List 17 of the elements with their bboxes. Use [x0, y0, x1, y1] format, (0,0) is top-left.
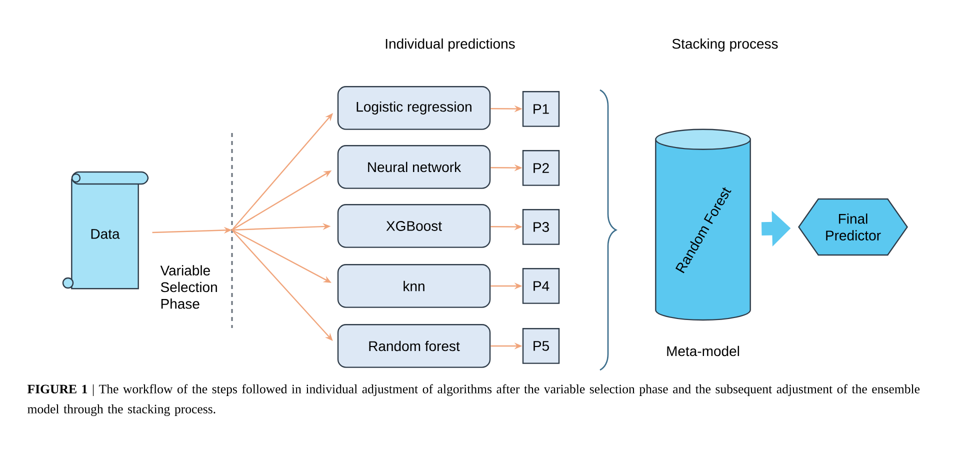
model-box: XGBoost — [337, 204, 491, 248]
heading: Stacking process — [672, 38, 778, 52]
model-box: Neural network — [337, 145, 491, 189]
model-box: Logistic regression — [337, 86, 491, 130]
model-box: knn — [337, 264, 491, 308]
prediction-box: P2 — [522, 150, 560, 186]
prediction-box: P3 — [522, 209, 560, 245]
model-box: Random forest — [337, 324, 491, 368]
dashed-line — [231, 133, 233, 328]
hexagon: Final Predictor — [798, 198, 908, 256]
heading: Individual predictions — [386, 38, 515, 52]
prediction-box: P5 — [522, 328, 560, 364]
prediction-box: P1 — [522, 91, 560, 127]
caption: FIGURE 1 | The workflow of the steps followed in individual adjustment of algorithms after the variable selection phase and the subsequent adjustment of the ensemble model through the stacking process. — [27, 384, 920, 416]
prediction-box: P4 — [522, 268, 560, 304]
caption-text: Meta-model — [667, 346, 740, 356]
label: Variable Selection Phase — [160, 265, 217, 309]
